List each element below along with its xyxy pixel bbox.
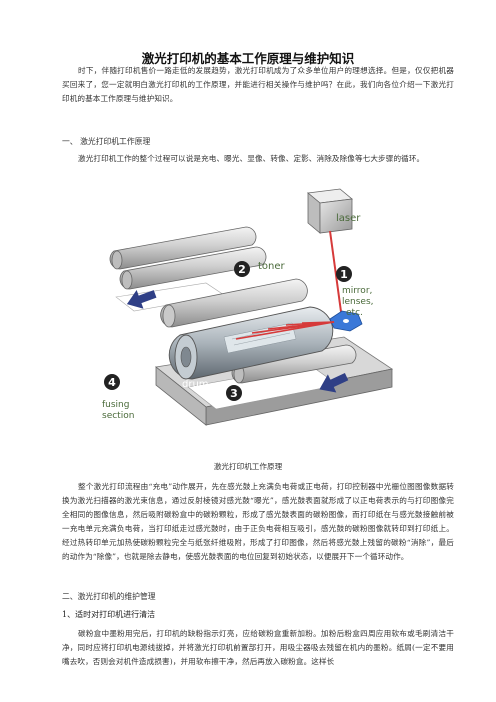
mirror-label-line3: etc. [346, 308, 363, 318]
svg-text:3: 3 [230, 387, 238, 400]
diagram-caption: 激光打印机工作原理 [213, 462, 283, 471]
section1-paragraph: 激光打印机工作的整个过程可以说是充电、曝光、显像、转像、定影、消除及除像等七大步… [78, 154, 425, 163]
marker-1: 1 [336, 266, 352, 282]
laser-beams [235, 321, 335, 340]
document-title: 激光打印机的基本工作原理与维护知识 [141, 51, 355, 66]
mirror-label-line1: mirror, [342, 286, 372, 296]
marker-3: 3 [226, 385, 242, 401]
marker-2: 2 [234, 261, 250, 277]
fusing-label-line1: fusing [102, 400, 129, 410]
mirror-hexagon [329, 310, 363, 332]
section2-heading: 二、激光打印机的维护管理 [62, 592, 156, 601]
process-paragraph: 整个激光打印流程由“充电”动作展开，先在感光鼓上充满负电荷或正电荷，打印控制器中… [62, 482, 454, 561]
fusing-label-line2: section [102, 411, 134, 421]
svg-text:4: 4 [108, 376, 116, 389]
intro-paragraph: 时下，伴随打印机售价一路走低的发展趋势，激光打印机成为了众多单位用户的理想选择。… [62, 66, 454, 103]
paper-feed-arrow [319, 373, 349, 393]
laser-printer-diagram: 1 2 3 4 laser toner mirror, lenses, etc.… [102, 188, 394, 426]
svg-text:1: 1 [340, 268, 348, 281]
section2-paragraph: 碳粉盒中墨粉用完后，打印机的缺粉指示灯亮，应给碳粉盒重新加粉。加粉后粉盒四周应用… [62, 629, 454, 666]
marker-4: 4 [104, 374, 120, 390]
fusing-rollers [109, 226, 357, 384]
laser-unit [307, 188, 353, 320]
paper-exit-arrow [126, 289, 157, 309]
laser-label: laser [336, 213, 361, 224]
section1-heading: 一、 激光打印机工作原理 [62, 137, 151, 146]
drum-label: drum [182, 379, 209, 390]
toner-label: toner [258, 261, 286, 272]
mirror-label-line2: lenses, [342, 297, 374, 307]
section2-subheading-1: 1、适时对打印机进行清洁 [62, 610, 156, 619]
svg-text:2: 2 [238, 263, 246, 276]
toner-roller [160, 278, 308, 328]
